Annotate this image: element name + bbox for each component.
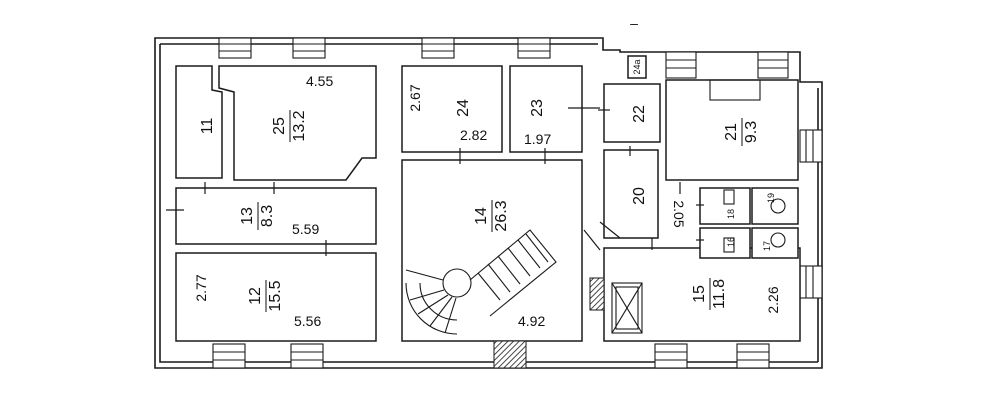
room-11-outline [175,65,223,179]
room-25-outline [218,65,377,181]
room-16-number: 16 [726,237,736,247]
svg-text:11.8: 11.8 [711,279,728,309]
svg-text:14: 14 [473,207,490,225]
room-labels: 11 25 13.2 13 8.3 12 15.5 24 23 14 26.3 … [199,59,776,312]
svg-text:15.5: 15.5 [267,280,284,311]
room-12-outline [175,252,377,342]
svg-text:9.3: 9.3 [743,121,760,143]
bathroom-block [699,79,799,259]
room-21-outline [665,79,799,181]
washbasin-icon [770,232,786,248]
window-top-4 [517,37,551,59]
window-top-3 [421,37,455,59]
room-21-label: 21 9.3 [723,118,760,146]
room-13-outline [175,187,377,245]
window-bottom-2 [290,343,324,369]
dim-2-26: 2.26 [765,286,781,313]
svg-text:12: 12 [247,287,264,305]
room-24a-number: 24a [632,59,642,74]
toilet-icon [723,237,735,253]
room-11-number: 11 [199,118,216,135]
room-25-label: 25 13.2 [271,110,308,142]
room-20-number: 20 [631,187,648,205]
room-17-number: 17 [762,241,772,251]
toilet-icon [723,189,735,205]
windows [212,37,823,369]
dim-5-59: 5.59 [292,221,319,237]
staircase [405,229,557,335]
room-20-outline [603,149,659,239]
window-right-1 [799,129,823,163]
room-23-outline [509,65,583,153]
dim-5-56: 5.56 [294,313,321,329]
window-top-5 [665,51,697,79]
window-top-2 [292,37,326,59]
room-23-number: 23 [529,99,546,117]
svg-text:13.2: 13.2 [291,110,308,141]
washbasin-icon [770,198,786,214]
shaft-box [611,282,643,334]
svg-text:25: 25 [271,117,288,135]
room-18-number: 18 [726,209,736,219]
room-24-outline [401,65,503,153]
dim-2-82: 2.82 [460,127,487,143]
room-24a-outline [627,55,647,79]
counter-icon [709,79,761,101]
dim-2-67: 2.67 [407,84,423,111]
dim-4-92: 4.92 [518,313,545,329]
doors [166,107,704,256]
svg-text:26.3: 26.3 [493,200,510,231]
hatched-opening [493,340,527,369]
room-24-number: 24 [455,99,472,117]
window-right-2 [799,265,823,299]
svg-text:8.3: 8.3 [259,205,276,227]
svg-text:21: 21 [723,123,740,141]
hatched-elements [493,277,643,369]
dimension-labels: 4.55 5.59 2.77 5.56 2.67 2.82 1.97 4.92 … [193,73,781,329]
dim-1-97: 1.97 [524,131,551,147]
hatched-shaft [589,277,605,311]
window-bottom-1 [212,343,246,369]
north-mark: – [630,15,638,31]
svg-text:13: 13 [239,207,256,225]
window-bottom-4 [736,343,770,369]
dim-2-05: 2.05 [671,200,687,227]
room-15-outline [603,247,801,342]
window-bottom-3 [654,343,688,369]
svg-text:15: 15 [691,285,708,303]
dim-2-77: 2.77 [193,274,209,301]
room-19-number: 19 [766,193,776,203]
room-13-label: 13 8.3 [239,202,276,230]
room-22-outline [603,83,661,143]
room-15-label: 15 11.8 [691,278,728,310]
room-14-label: 14 26.3 [473,200,510,232]
dim-4-55: 4.55 [306,73,333,89]
room-12-label: 12 15.5 [247,280,284,312]
window-top-6 [757,51,789,79]
window-top-1 [218,37,252,59]
room-22-number: 22 [631,105,648,123]
